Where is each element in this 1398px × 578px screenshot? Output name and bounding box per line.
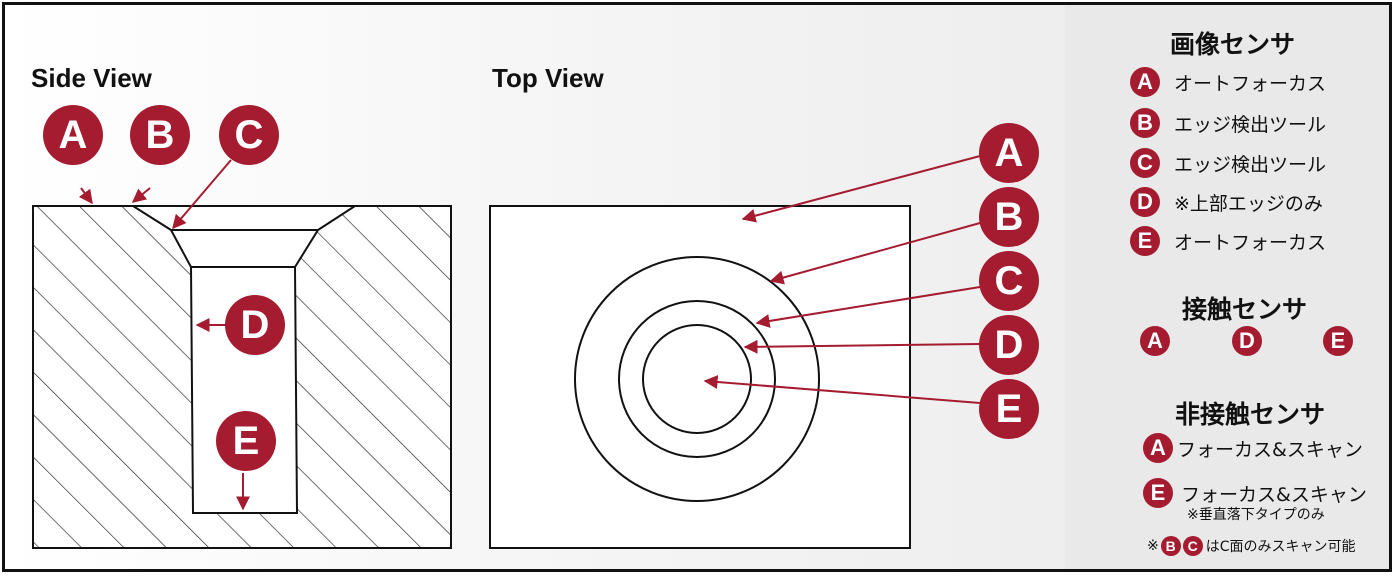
footnote-prefix: ※ bbox=[1147, 538, 1159, 554]
top-badge-a-letter: A bbox=[995, 131, 1024, 175]
top-arrow-d bbox=[743, 339, 981, 354]
side-badge-d: D bbox=[225, 295, 285, 355]
top-badge-b: B bbox=[979, 187, 1039, 247]
contact-sensor-title: 接触センサ bbox=[1182, 295, 1308, 324]
legend-badge-c: C bbox=[1182, 536, 1203, 556]
side-badge-d-letter: D bbox=[241, 303, 270, 347]
side-view-hole bbox=[129, 205, 359, 514]
footnote: ※ B C はC面のみスキャン可能 bbox=[1147, 536, 1356, 556]
side-arrow-a bbox=[78, 187, 93, 205]
legend-badge-b: B bbox=[1160, 536, 1181, 556]
image-sensor-item-b: B エッジ検出ツール bbox=[1130, 108, 1326, 138]
image-sensor-item-e: E オートフォーカス bbox=[1130, 226, 1326, 256]
top-arrow-a bbox=[741, 155, 981, 223]
noncontact-sensor-item-a-text: フォーカス&スキャン bbox=[1177, 438, 1363, 461]
noncontact-sensor-item-e-text: フォーカス&スキャン bbox=[1181, 483, 1367, 506]
image-sensor-title: 画像センサ bbox=[1170, 30, 1296, 59]
legend-badge-e: E bbox=[1130, 226, 1160, 256]
legend-badge-d: D bbox=[1232, 326, 1262, 356]
image-sensor-item-d: D ※上部エッジのみ bbox=[1130, 187, 1323, 217]
image-sensor-item-c: C エッジ検出ツール bbox=[1130, 148, 1326, 178]
side-badge-c-letter: C bbox=[235, 113, 264, 157]
image-sensor-item-b-text: エッジ検出ツール bbox=[1174, 113, 1327, 136]
top-arrow-e bbox=[703, 375, 981, 404]
top-badge-d: D bbox=[979, 315, 1039, 375]
contact-sensor-badge-a: A bbox=[1140, 326, 1170, 356]
legend-badge-e: E bbox=[1143, 478, 1173, 508]
side-badge-b: B bbox=[130, 105, 190, 165]
top-badge-c-letter: C bbox=[995, 259, 1024, 303]
legend-badge-a: A bbox=[1140, 326, 1170, 356]
noncontact-sensor-item-a: A フォーカス&スキャン bbox=[1143, 433, 1363, 463]
side-badge-e-letter: E bbox=[233, 419, 260, 463]
top-arrow-c bbox=[755, 286, 981, 328]
side-badge-b-letter: B bbox=[146, 113, 175, 157]
legend-badge-a: A bbox=[1143, 433, 1173, 463]
top-circle-chamfer bbox=[618, 300, 776, 458]
side-arrow-c bbox=[172, 159, 232, 230]
contact-sensor-badge-e: E bbox=[1323, 326, 1353, 356]
image-sensor-item-a-text: オートフォーカス bbox=[1174, 72, 1327, 95]
legend-panel: 画像センサ A オートフォーカス B エッジ検出ツール C エッジ検出ツール D… bbox=[1065, 5, 1389, 569]
top-badge-d-letter: D bbox=[995, 323, 1024, 367]
legend-badge-b: B bbox=[1130, 108, 1160, 138]
top-arrow-b bbox=[769, 222, 981, 285]
top-badge-a: A bbox=[979, 123, 1039, 183]
image-sensor-item-c-text: エッジ検出ツール bbox=[1174, 153, 1327, 176]
image-sensor-item-e-text: オートフォーカス bbox=[1174, 231, 1327, 254]
top-badge-c: C bbox=[979, 251, 1039, 311]
image-sensor-item-d-text: ※上部エッジのみ bbox=[1174, 192, 1323, 215]
top-circle-bore bbox=[642, 324, 752, 434]
side-view-title: Side View bbox=[31, 63, 153, 93]
noncontact-sensor-title: 非接触センサ bbox=[1175, 400, 1326, 429]
side-badge-a-letter: A bbox=[59, 113, 88, 157]
side-arrow-b bbox=[131, 187, 151, 203]
top-badge-e-letter: E bbox=[996, 387, 1023, 431]
top-badge-b-letter: B bbox=[995, 195, 1024, 239]
image-sensor-item-a: A オートフォーカス bbox=[1130, 67, 1326, 97]
noncontact-sensor-note: ※垂直落下タイプのみ bbox=[1187, 507, 1325, 523]
legend-badge-a: A bbox=[1130, 67, 1160, 97]
legend-badge-e: E bbox=[1323, 326, 1353, 356]
top-view-part bbox=[489, 205, 911, 549]
legend-badge-c: C bbox=[1130, 148, 1160, 178]
legend-badge-d: D bbox=[1130, 187, 1160, 217]
footnote-text: はC面のみスキャン可能 bbox=[1205, 539, 1356, 555]
side-badge-a: A bbox=[43, 105, 103, 165]
top-badge-e: E bbox=[979, 379, 1039, 439]
contact-sensor-badge-d: D bbox=[1232, 326, 1262, 356]
diagram-canvas: Side View A B C D bbox=[31, 63, 1039, 549]
noncontact-sensor-item-e: E フォーカス&スキャン bbox=[1143, 478, 1367, 508]
side-badge-e: E bbox=[216, 411, 276, 471]
side-badge-c: C bbox=[219, 105, 279, 165]
side-view-part bbox=[32, 205, 452, 549]
top-circle-outer bbox=[574, 256, 820, 502]
top-view-title: Top View bbox=[492, 63, 604, 93]
